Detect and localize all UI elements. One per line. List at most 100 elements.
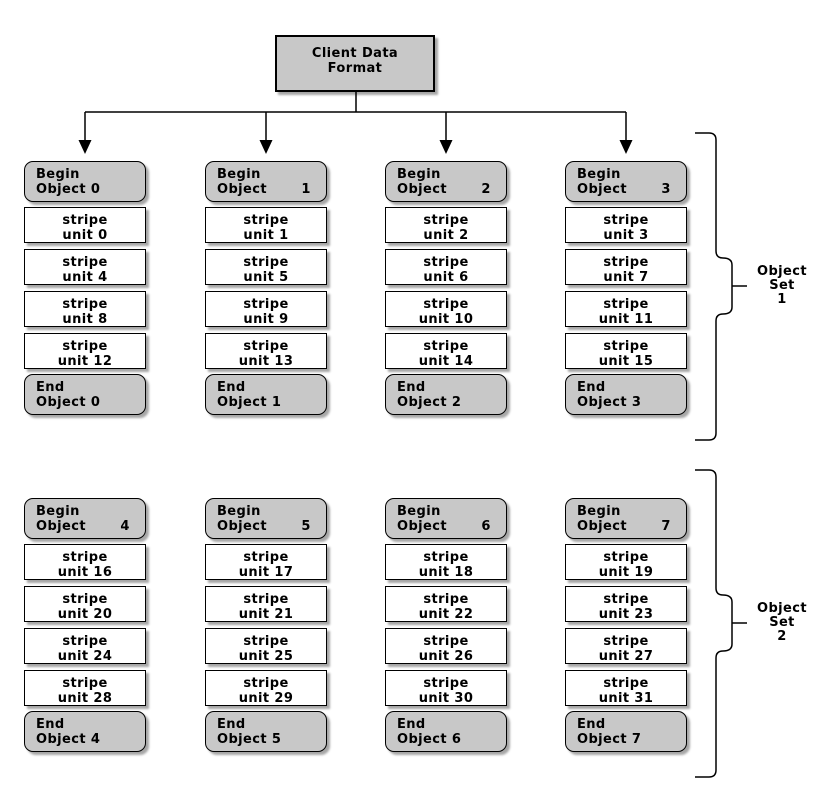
box-line: unit 29 <box>238 691 294 706</box>
box-line: unit 27 <box>598 649 654 664</box>
box-line: End <box>36 717 65 732</box>
box-line: unit 15 <box>598 354 654 369</box>
box-line: stripe <box>62 297 108 312</box>
box-line: Object 0 <box>36 395 101 410</box>
box-line: stripe <box>243 339 289 354</box>
box-line: Object 4 <box>36 519 130 534</box>
object-set-2-label: Object Set 2 <box>750 602 814 644</box>
box-line: unit 31 <box>598 691 654 706</box>
box-line: unit 11 <box>598 312 654 327</box>
box-line: Object 5 <box>217 519 311 534</box>
box-line: Object 2 <box>397 182 491 197</box>
box-line: stripe <box>62 634 108 649</box>
box-line: End <box>577 380 606 395</box>
box-line: stripe <box>243 255 289 270</box>
box-line: stripe <box>603 634 649 649</box>
box-line: stripe <box>243 634 289 649</box>
box-line: stripe <box>423 213 469 228</box>
box-line: Object 6 <box>397 732 462 747</box>
box-line: unit 9 <box>243 312 289 327</box>
box-line: unit 7 <box>603 270 649 285</box>
box-line: unit 1 <box>243 228 289 243</box>
box-line: Begin <box>397 504 441 519</box>
box-line: unit 28 <box>57 691 113 706</box>
set-label-line: Object <box>757 601 807 616</box>
box-line: unit 6 <box>423 270 469 285</box>
box-line: stripe <box>62 213 108 228</box>
box-line: stripe <box>423 550 469 565</box>
box-line: Object 3 <box>577 182 671 197</box>
box-line: unit 4 <box>62 270 108 285</box>
box-line: stripe <box>603 676 649 691</box>
box-line: Begin <box>217 167 261 182</box>
box-line: Begin <box>577 504 621 519</box>
box-line: Begin <box>397 167 441 182</box>
box-line: unit 25 <box>238 649 294 664</box>
box-line: End <box>217 717 246 732</box>
box-line: stripe <box>423 676 469 691</box>
box-line: stripe <box>62 676 108 691</box>
box-line: unit 10 <box>418 312 474 327</box>
box-line: unit 23 <box>598 607 654 622</box>
box-line: stripe <box>603 255 649 270</box>
box-line: Begin <box>217 504 261 519</box>
arrowhead-icon <box>78 140 92 154</box>
object-set-1-label: Object Set 1 <box>750 265 814 307</box>
box-line: unit 18 <box>418 565 474 580</box>
box-line: unit 26 <box>418 649 474 664</box>
box-line: stripe <box>603 550 649 565</box>
box-line: stripe <box>423 592 469 607</box>
box-line: stripe <box>603 592 649 607</box>
box-line: Object 2 <box>397 395 462 410</box>
box-line: stripe <box>603 339 649 354</box>
box-line: End <box>577 717 606 732</box>
